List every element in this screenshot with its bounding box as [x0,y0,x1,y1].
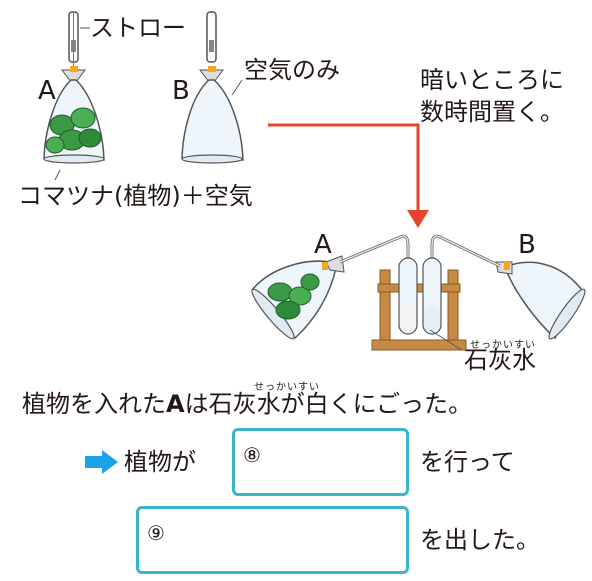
komatsuna-label: コマツナ(植物)＋空気 [18,182,253,210]
air-only-label: 空気のみ [244,56,340,84]
conclusion-arrow-icon [85,450,118,474]
bag-b-label: B [172,76,190,106]
setup-bag-a [251,255,345,340]
test-tube-stand [371,257,467,351]
result-suffix: が白くにごった。 [280,390,473,418]
instruction-line2: 数時間置く。 [420,98,564,126]
answer-number-9: ⑨ [147,521,165,545]
answer-box-9[interactable]: ⑨ [136,506,409,574]
straw-label: ストロー [90,14,186,42]
conclusion-subject: 植物が [124,448,196,476]
result-bag: A [166,390,185,418]
straw-a [61,11,86,83]
setup-bag-b [495,261,586,340]
instruction-line1: 暗いところに [420,66,564,94]
setup-b-label: B [518,230,536,260]
answer-box-8[interactable]: ⑧ [232,428,409,496]
result-middle: は [184,390,209,418]
after-box-8: を行って [420,448,515,476]
bag-a-with-plant [43,79,105,181]
limewater-ruby: せっかいすい [470,340,536,351]
result-prefix: 植物を入れた [22,390,166,418]
process-arrow [268,123,429,228]
result-limewater: 石灰水 [208,390,281,418]
answer-number-8: ⑧ [243,443,261,467]
setup-a-label: A [314,230,332,260]
bag-a-label: A [38,76,56,106]
bag-b-air [181,79,244,164]
result-ruby: せっかいすい [254,382,320,393]
straw-b [199,11,224,83]
result-sentence: 植物を入れたAは石灰水が白くにごった。 [22,392,472,416]
limewater-label: 石灰水 [464,346,536,374]
after-box-9: を出した。 [420,526,540,554]
